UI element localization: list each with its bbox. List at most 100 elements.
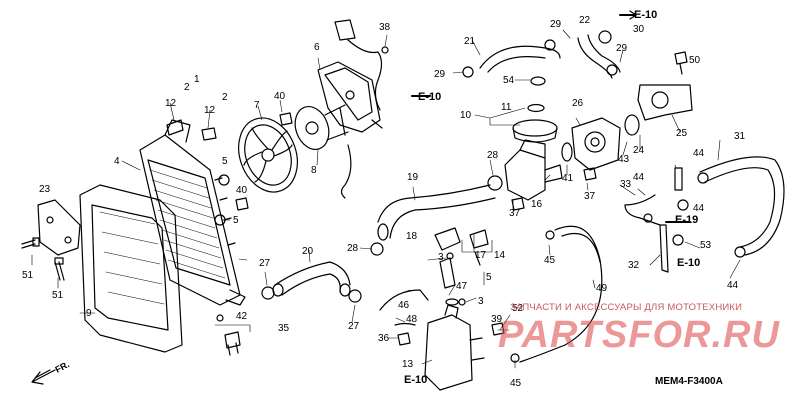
upper-hose: [377, 184, 496, 241]
bolt-51-left: [21, 237, 40, 249]
bolt-51-right: [54, 257, 65, 281]
callout-54: 54: [503, 75, 515, 86]
bolt-39: [491, 322, 505, 336]
thermostat-housing: [504, 139, 563, 201]
clamp-53: [672, 234, 684, 246]
bolt-36: [397, 332, 411, 346]
fitting-18: [434, 227, 461, 251]
callout-6: 6: [314, 42, 320, 53]
hose-clamp-29c: [606, 64, 618, 76]
callout-9: 9: [86, 308, 92, 319]
callout-7: 7: [254, 100, 260, 111]
cooling-fan: [238, 117, 298, 193]
callout-36: 36: [378, 333, 390, 344]
bolt-40a: [279, 112, 293, 126]
bypass-hose-21: [479, 45, 561, 73]
clip-44a: [697, 172, 709, 184]
watermark-text: ЗАПЧАСТИ И АКСЕССУАРЫ ДЛЯ МОТОТЕХНИКИ: [510, 302, 743, 313]
water-pipe: [637, 84, 693, 121]
callout-27-b: 27: [348, 321, 360, 332]
ref-e10-left: E-10: [418, 91, 442, 103]
callout-37-a: 37: [509, 208, 521, 219]
callout-44-a: 44: [693, 148, 705, 159]
o-ring-41: [561, 142, 573, 162]
callout-22: 22: [579, 15, 591, 26]
callout-45-b: 45: [510, 378, 522, 389]
callout-18: 18: [406, 231, 418, 242]
callout-2-a: 2: [184, 82, 190, 93]
callout-28-a: 28: [487, 150, 499, 161]
callout-5-b: 5: [233, 215, 239, 226]
bolt-50: [674, 51, 688, 75]
siphon-tube-32: [624, 194, 669, 273]
callout-50: 50: [689, 55, 701, 66]
callout-29-b: 29: [550, 19, 562, 30]
callout-45-a: 45: [544, 255, 556, 266]
callout-29-c: 29: [616, 43, 628, 54]
radiator: [139, 119, 246, 306]
radiator-bolt-12a: [166, 119, 184, 136]
callout-31: 31: [734, 131, 746, 142]
callout-33: 33: [620, 179, 632, 190]
front-direction-arrow: [31, 369, 56, 385]
fan-motor: [294, 104, 352, 199]
callout-28-b: 28: [347, 243, 359, 254]
bolt-37a: [511, 197, 525, 211]
callout-40-b: 40: [236, 185, 248, 196]
pump-impeller-43: [624, 114, 640, 136]
callout-40-a: 40: [274, 91, 286, 102]
callout-23: 23: [39, 184, 51, 195]
fan-wiring: [334, 19, 389, 129]
callout-29-a: 29: [434, 69, 446, 80]
hose-clamp-29a: [462, 66, 474, 78]
callout-5-a: 5: [222, 156, 228, 167]
hose-clamp-30: [598, 30, 612, 44]
callout-17: 17: [475, 250, 487, 261]
callout-2-b: 2: [222, 92, 228, 103]
radiator-bracket: [37, 199, 81, 256]
callout-1: 1: [194, 74, 200, 85]
callout-20: 20: [302, 246, 314, 257]
callout-27-a: 27: [259, 258, 271, 269]
callout-3-b: 3: [478, 296, 484, 307]
callout-19: 19: [407, 172, 419, 183]
ref-e10-top: E-10: [634, 9, 658, 21]
clip-3b: [458, 298, 466, 306]
leader-lines: [31, 29, 741, 369]
tank-hose-48: [394, 322, 416, 326]
callout-53: 53: [700, 240, 712, 251]
callout-48: 48: [406, 314, 418, 325]
callout-5-c: 5: [486, 272, 492, 283]
callout-35: 35: [278, 323, 290, 334]
callout-42: 42: [236, 311, 248, 322]
hose-clamp-27b: [348, 289, 362, 303]
callout-38: 38: [379, 22, 391, 33]
callout-37-b: 37: [584, 191, 596, 202]
callout-10: 10: [460, 110, 472, 121]
grommet-5a: [218, 174, 230, 186]
bolt-37b: [583, 167, 597, 181]
callout-11: 11: [501, 102, 512, 113]
callout-8: 8: [311, 165, 317, 176]
callout-3-a: 3: [438, 252, 444, 263]
lower-hose: [272, 261, 351, 297]
o-ring-54: [530, 76, 546, 86]
callout-44-c: 44: [693, 203, 705, 214]
callout-30: 30: [633, 24, 645, 35]
ref-e10-right: E-10: [677, 257, 701, 269]
fan-shroud: [317, 61, 381, 133]
reserve-tank: [424, 304, 485, 391]
callout-4: 4: [114, 156, 120, 167]
callout-41: 41: [562, 173, 574, 184]
clip-44b: [677, 199, 689, 211]
callout-26: 26: [572, 98, 584, 109]
callout-25: 25: [676, 128, 688, 139]
hose-clamp-27a: [261, 286, 275, 300]
callout-51-a: 51: [22, 270, 34, 281]
callout-12-b: 12: [204, 105, 216, 116]
callout-51-b: 51: [52, 290, 64, 301]
callout-47: 47: [456, 281, 468, 292]
ref-e19: E-19: [675, 214, 699, 226]
ref-e10-bottom: E-10: [404, 374, 428, 386]
